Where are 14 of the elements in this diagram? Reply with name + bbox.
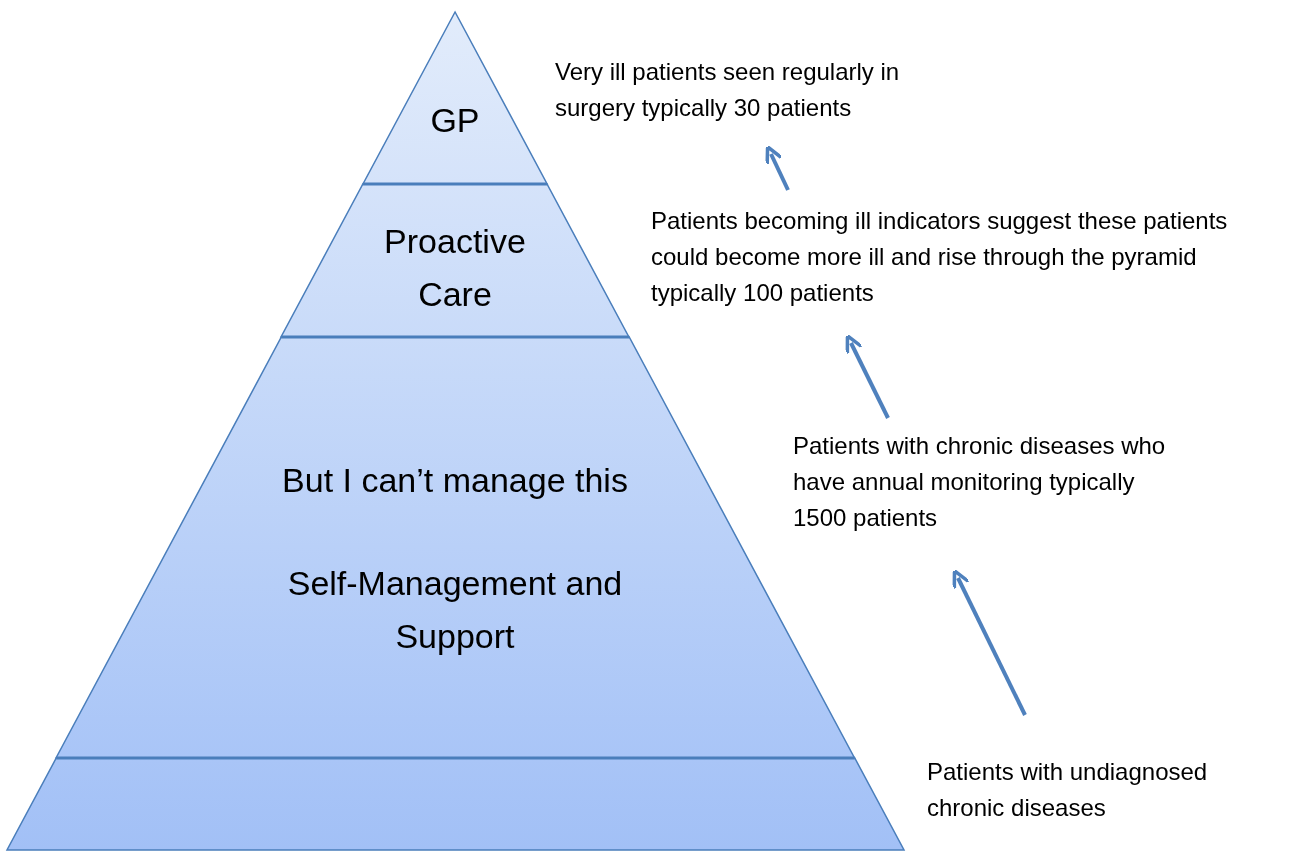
annotation-text: Patients with undiagnosed chronic diseases: [927, 754, 1213, 826]
arrow: [765, 145, 790, 191]
arrow: [952, 569, 1027, 716]
arrow: [845, 334, 890, 419]
layer-label: Proactive Care: [383, 221, 527, 315]
pyramid-band: [6, 758, 904, 850]
annotation-text: Very ill patients seen regularly in surgery typically 30 patients: [555, 54, 917, 126]
pyramid-band: [281, 184, 629, 337]
annotation-text: Patients becoming ill indicators suggest these patients could become more ill and rise through the pyramid typically 100 patients: [651, 203, 1251, 311]
layer-label: GP: [429, 100, 481, 141]
layer-label: But I can’t manage this: [281, 460, 629, 501]
layer-label: Self-Management and Support: [286, 563, 624, 657]
annotation-text: Patients with chronic diseases who have annual monitoring typically 1500 patients: [793, 428, 1183, 536]
pyramid-band: [362, 12, 548, 184]
